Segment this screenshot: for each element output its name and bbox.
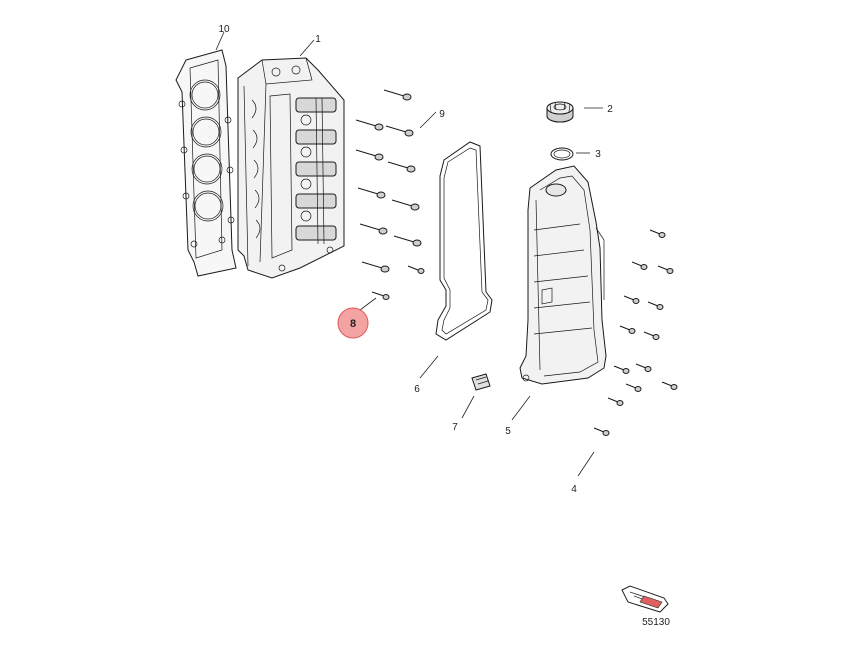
figure-reference: 55130 (621, 585, 670, 628)
cover-bolts-part (593, 229, 678, 436)
bolt (643, 331, 660, 340)
callout-label: 2 (607, 104, 613, 115)
bolt (647, 301, 664, 310)
bolt (385, 125, 414, 137)
cover-gasket-part (435, 141, 493, 341)
callout-label: 7 (452, 422, 458, 433)
cylinder-head-part (237, 57, 345, 279)
callout-9[interactable]: 9 (439, 109, 445, 120)
bolt (623, 295, 640, 304)
callout-label: 10 (218, 24, 230, 35)
callout-label: 9 (439, 109, 445, 120)
bolt (357, 187, 386, 199)
callout-label: 3 (595, 149, 601, 160)
bolt (649, 229, 666, 238)
leader-lines (215, 31, 603, 477)
valve-cover-part (519, 165, 607, 385)
bolt (361, 261, 390, 273)
callout-label: 4 (571, 484, 577, 495)
bolt (607, 397, 624, 406)
bolt (407, 265, 425, 274)
bolt (613, 365, 630, 374)
callout-10[interactable]: 10 (218, 24, 230, 35)
callout-label: 5 (505, 426, 511, 437)
bolt (625, 383, 642, 392)
bolt (393, 235, 422, 247)
head-gasket-part (175, 49, 237, 277)
callout-label: 1 (315, 34, 321, 45)
clip-part (471, 373, 491, 391)
bolt (359, 223, 388, 235)
callout-7[interactable]: 7 (452, 422, 458, 433)
bolt (631, 261, 648, 270)
filler-cap-part (546, 101, 574, 123)
callout-8-highlighted[interactable]: 8 (337, 307, 369, 339)
bolt (657, 265, 674, 274)
callout-4[interactable]: 4 (571, 484, 577, 495)
bolt (355, 149, 384, 161)
figure-number: 55130 (642, 617, 670, 628)
bolt (661, 381, 678, 390)
highlight-circle (337, 307, 369, 339)
small-bolt-part (371, 291, 390, 300)
bolt (619, 325, 636, 334)
engine-thumbnail-icon (621, 585, 669, 613)
callout-5[interactable]: 5 (505, 426, 511, 437)
callout-2[interactable]: 2 (607, 104, 613, 115)
bolt (391, 199, 420, 211)
bolt (635, 363, 652, 372)
callout-6[interactable]: 6 (414, 384, 420, 395)
callout-3[interactable]: 3 (595, 149, 601, 160)
o-ring-part (550, 147, 574, 161)
bolt (387, 161, 416, 173)
callout-1[interactable]: 1 (315, 34, 321, 45)
head-bolts-part (355, 89, 425, 274)
bolt (383, 89, 412, 101)
callout-label: 6 (414, 384, 420, 395)
bolt (355, 119, 384, 131)
bolt (593, 427, 610, 436)
